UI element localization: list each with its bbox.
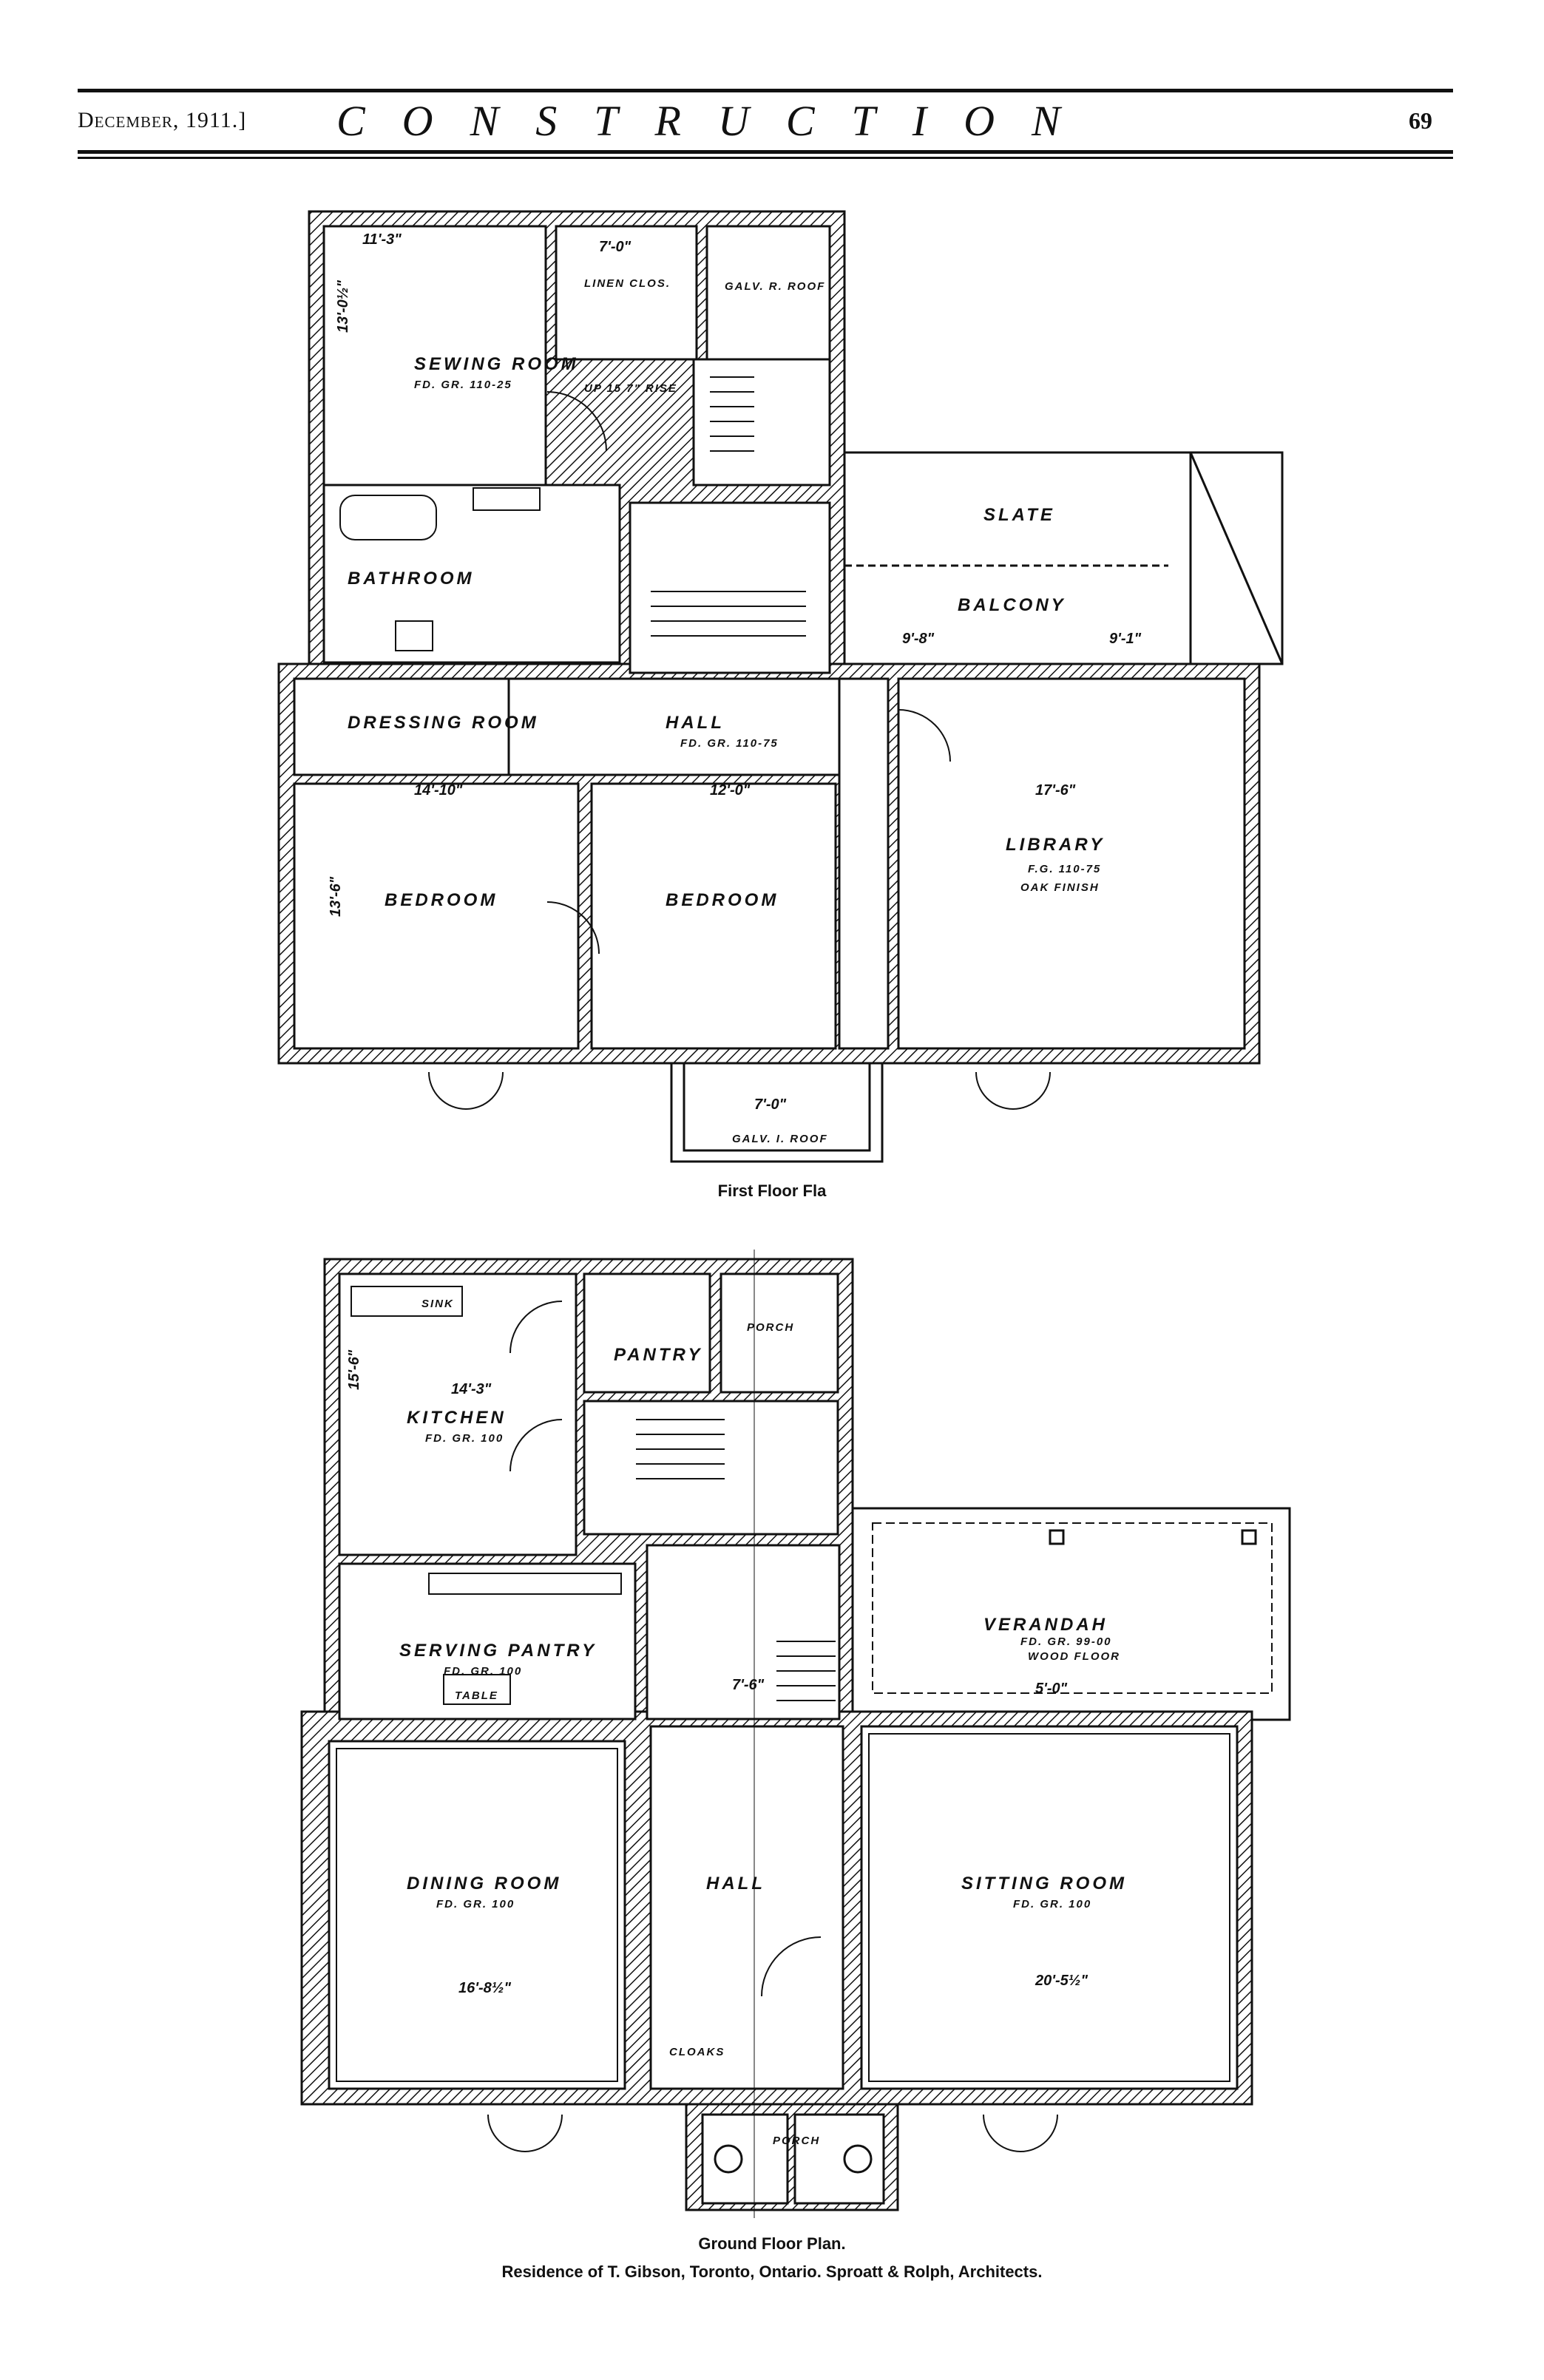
note: FD. GR. 100 — [436, 1898, 515, 1911]
dimension: 15'-6" — [346, 1349, 362, 1390]
label-table: TABLE — [455, 1689, 498, 1702]
dimension: 7'-0" — [754, 1096, 787, 1113]
dimension: 5'-0" — [1035, 1681, 1068, 1697]
header-rule-bottom — [78, 150, 1453, 154]
dimension: 11'-3" — [362, 231, 402, 248]
dimension: 9'-1" — [1109, 631, 1142, 647]
dimension: 16'-8½" — [458, 1980, 511, 1996]
dimension: 14'-3" — [451, 1381, 492, 1397]
room-dressing-room: DRESSING ROOM — [348, 713, 539, 733]
header-rule-bottom-2 — [78, 157, 1453, 159]
room-bedroom-left: BEDROOM — [385, 890, 498, 910]
dimension: 13'-6" — [328, 876, 344, 917]
room-serving-pantry: SERVING PANTRY — [399, 1641, 597, 1661]
first-floor-labels: SEWING ROOM LINEN CLOS. GALV. R. ROOF SL… — [328, 231, 1142, 1145]
label-sink: SINK — [421, 1298, 454, 1310]
dimension: 14'-10" — [414, 782, 463, 799]
dimension: 13'-0½" — [335, 280, 351, 333]
note: FD. GR. 100 — [1013, 1898, 1091, 1911]
room-bedroom-right: BEDROOM — [666, 890, 779, 910]
room-linen-closet: LINEN CLOS. — [584, 277, 671, 290]
room-galv-iron-roof: GALV. I. ROOF — [732, 1133, 828, 1145]
room-pantry: PANTRY — [614, 1345, 702, 1365]
room-cloaks: CLOAKS — [669, 2046, 725, 2058]
page-number: 69 — [1409, 106, 1432, 134]
room-galv-roof: GALV. R. ROOF — [725, 280, 825, 293]
note: FD. GR. 110-75 — [680, 737, 779, 750]
dimension: 17'-6" — [1035, 782, 1076, 799]
issue-date: December, 1911.] — [78, 108, 247, 132]
note: FD. GR. 100 — [444, 1665, 522, 1678]
room-kitchen: KITCHEN — [407, 1408, 507, 1428]
note: F.G. 110-75 — [1028, 863, 1101, 875]
dimension: 9'-8" — [902, 631, 935, 647]
first-floor-plan — [277, 210, 1284, 1163]
ground-floor-labels: SINK KITCHEN PANTRY PORCH VERANDAH SERVI… — [346, 1298, 1127, 2147]
note: FD. GR. 110-25 — [414, 379, 512, 391]
room-dining-room: DINING ROOM — [407, 1874, 561, 1894]
room-balcony: BALCONY — [958, 595, 1066, 615]
dimension: 7'-0" — [599, 239, 632, 255]
room-slate-roof: SLATE — [983, 505, 1055, 525]
dimension: 12'-0" — [710, 782, 751, 799]
ground-floor-plan — [300, 1250, 1291, 2218]
note: FD. GR. 99-00 — [1020, 1635, 1112, 1648]
first-floor-caption: First Floor Fla — [717, 1181, 827, 1200]
credit-line: Residence of T. Gibson, Toronto, Ontario… — [501, 2262, 1043, 2281]
header-rule-top — [78, 89, 1453, 92]
room-library: LIBRARY — [1006, 835, 1105, 855]
room-bathroom: BATHROOM — [348, 569, 475, 589]
room-porch-rear: PORCH — [747, 1321, 794, 1334]
room-hall: HALL — [706, 1874, 765, 1894]
room-verandah: VERANDAH — [983, 1615, 1108, 1635]
magazine-title: CONSTRUCTION — [336, 96, 1097, 145]
room-hall: HALL — [666, 713, 725, 733]
dimension: 7'-6" — [732, 1677, 765, 1693]
room-sitting-room: SITTING ROOM — [961, 1874, 1127, 1894]
note: OAK FINISH — [1020, 881, 1100, 894]
note: UP 15 7" RISE — [584, 382, 677, 395]
room-porch-front: PORCH — [773, 2135, 820, 2147]
ground-floor-caption: Ground Floor Plan. — [698, 2234, 846, 2253]
note: FD. GR. 100 — [425, 1432, 504, 1445]
note: WOOD FLOOR — [1028, 1650, 1120, 1663]
dimension: 20'-5½" — [1035, 1973, 1088, 1989]
room-sewing-room: SEWING ROOM — [414, 354, 579, 374]
